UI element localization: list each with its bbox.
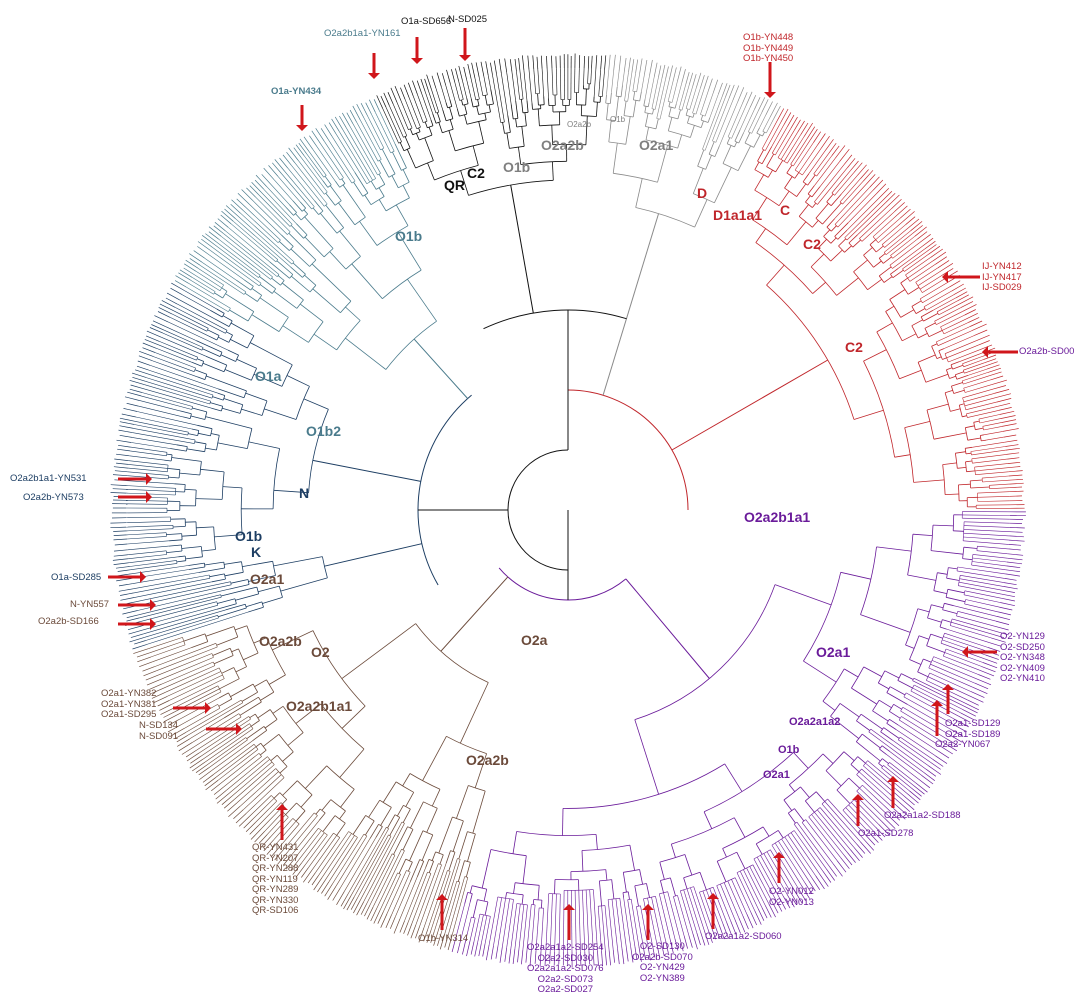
annotation-qr-group: QR-YN431 QR-YN207 QR-YN288 QR-YN119 QR-Y… [252,843,298,917]
annotation-line: O2-SD130 [632,942,693,953]
annotation-o2a2a1a2-sd254-group: O2a2a1a2-SD254 O2a2-SD030 O2a2a1a2-SD076… [527,943,604,996]
annotation-line: N-YN557 [70,600,109,611]
clade-label-o2a2b-gray-small: O2a2b [567,121,591,129]
annotation-line: QR-SD106 [252,906,298,917]
clade-label-d1a1a1: D1a1a1 [713,208,762,222]
annotation-line: O2a2a1a2-SD188 [884,811,961,822]
annotation-line: O2a1-SD278 [858,829,913,840]
annotation-o1b-yn-group: O1b-YN448 O1b-YN449 O1b-YN450 [743,33,793,65]
clade-label-c-red: C [780,203,790,217]
clade-label-o2-brown: O2 [311,645,330,659]
annotation-line: O1b-YN450 [743,54,793,65]
annotation-line: QR-YN431 [252,843,298,854]
annotation-o1a-yn434: O1a-YN434 [271,87,321,98]
clade-label-o1b-gray: O1b [503,160,530,174]
clade-label-o1b2-teal: O1b2 [306,424,341,438]
clade-label-k-navy: K [251,545,261,559]
clade-label-o1b-teal: O1b [395,229,422,243]
clade-label-c2-top: C2 [467,166,485,180]
clade-label-qr: QR [444,178,465,192]
clade-label-o2a2b1a1-purple: O2a2b1a1 [744,510,810,524]
clade-label-o2a1-brown: O2a1 [250,572,284,586]
annotation-line: O2a2a1a2-SD254 [527,943,604,954]
clade-label-d: D [697,186,707,200]
annotation-o2a2b-sd166: O2a2b-SD166 [38,617,99,628]
annotation-line: N-SD025 [448,15,487,26]
annotation-o2a2b-yn573: O2a2b-YN573 [23,493,84,504]
annotation-line: O2a2-SD027 [527,985,604,996]
annotation-o2-yn-group: O2-YN012 O2-YN013 [769,887,814,908]
annotation-o2-group: O2-YN129 O2-SD250 O2-YN348 O2-YN409 O2-Y… [1000,632,1045,685]
annotation-line: IJ-YN412 [982,262,1022,273]
clade-label-o2a1-purple: O2a1 [816,645,850,659]
clade-label-o1a-teal: O1a [255,369,281,383]
annotation-line: O2-YN129 [1000,632,1045,643]
annotation-o2a2a1a2-sd060: O2a2a1a2-SD060 [705,932,782,943]
annotation-line: O2a2b1a1-YN531 [10,474,87,485]
annotation-line: O2a1-SD295 [101,710,156,721]
annotation-line: O1a-SD656 [401,17,451,28]
annotation-line: N-SD134 [139,721,178,732]
annotation-line: O1a-YN434 [271,87,321,98]
annotation-line: O2-YN389 [632,974,693,985]
clade-label-o2a1-purple-small: O2a1 [763,770,790,781]
annotation-o2a1-sd-group: O2a1-SD129 O2a1-SD189 [945,719,1000,740]
annotation-line: O2a1-YN382 [101,689,156,700]
annotation-line: O2a2b-YN573 [23,493,84,504]
clade-label-n-navy: N [299,486,309,500]
annotation-n-sd025: N-SD025 [448,15,487,26]
annotation-line: O2-YN348 [1000,653,1045,664]
annotation-n-yn557: N-YN557 [70,600,109,611]
clade-label-o1b-purple: O1b [778,745,799,756]
annotation-o2a2b1a1-yn161: O2a2b1a1-YN161 [324,29,401,40]
clade-label-o1b-gray-small: O1b [610,116,625,124]
annotation-o2a2b-sd00: O2a2b-SD00 [1019,347,1074,358]
annotation-line: O2-YN429 [632,963,693,974]
annotation-o2-sd130-group: O2-SD130 O2a2b-SD070 O2-YN429 O2-YN389 [632,942,693,984]
clade-label-o2a2a1a2-purple: O2a2a1a2 [789,717,840,728]
annotation-o2a2b1a1-yn531: O2a2b1a1-YN531 [10,474,87,485]
clade-label-o2a2b-brown: O2a2b [259,634,302,648]
annotation-o1a-sd656: O1a-SD656 [401,17,451,28]
annotation-n-sd-group: N-SD134 N-SD091 [139,721,178,742]
clade-label-o2a2b-gray: O2a2b [541,138,584,152]
annotation-line: QR-YN289 [252,885,298,896]
clade-label-o2a1-gray: O2a1 [639,138,673,152]
annotation-o2a2-yn067: O2a2-YN067 [935,740,990,751]
annotation-line: O2a2a1a2-SD060 [705,932,782,943]
annotation-line: O2-YN013 [769,898,814,909]
annotation-line: O2a2-YN067 [935,740,990,751]
annotation-o1a-sd285: O1a-SD285 [51,573,101,584]
annotation-o2a2a1a2-sd188: O2a2a1a2-SD188 [884,811,961,822]
annotation-line: IJ-SD029 [982,283,1022,294]
annotation-line: O2-YN012 [769,887,814,898]
annotation-line: O1b-YN448 [743,33,793,44]
clade-label-o2a2b1a1-brown: O2a2b1a1 [286,699,352,713]
clade-label-c2-red-mid: C2 [803,237,821,251]
annotation-line: O2a2a1a2-SD076 [527,964,604,975]
clade-label-o2a-center: O2a [521,633,547,647]
annotation-line: N-SD091 [139,732,178,743]
annotation-o2a1-group: O2a1-YN382 O2a1-YN381 O2a1-SD295 [101,689,156,721]
annotation-o2a1-sd278: O2a1-SD278 [858,829,913,840]
clade-label-o2a2b-brown-low: O2a2b [466,753,509,767]
annotation-line: O2a1-SD129 [945,719,1000,730]
annotation-line: O2a2b-SD166 [38,617,99,628]
annotation-line: O2a2b-SD00 [1019,347,1074,358]
annotation-line: O2a2b1a1-YN161 [324,29,401,40]
annotation-ij-group: IJ-YN412 IJ-YN417 IJ-SD029 [982,262,1022,294]
annotation-line: O1b-YN314 [418,934,468,945]
annotation-o1b-yn314: O1b-YN314 [418,934,468,945]
annotation-line: O2-YN410 [1000,674,1045,685]
clade-label-o1b-navy: O1b [235,529,262,543]
annotation-line: O1a-SD285 [51,573,101,584]
annotation-line: QR-YN288 [252,864,298,875]
clade-label-c2-red-low: C2 [845,340,863,354]
